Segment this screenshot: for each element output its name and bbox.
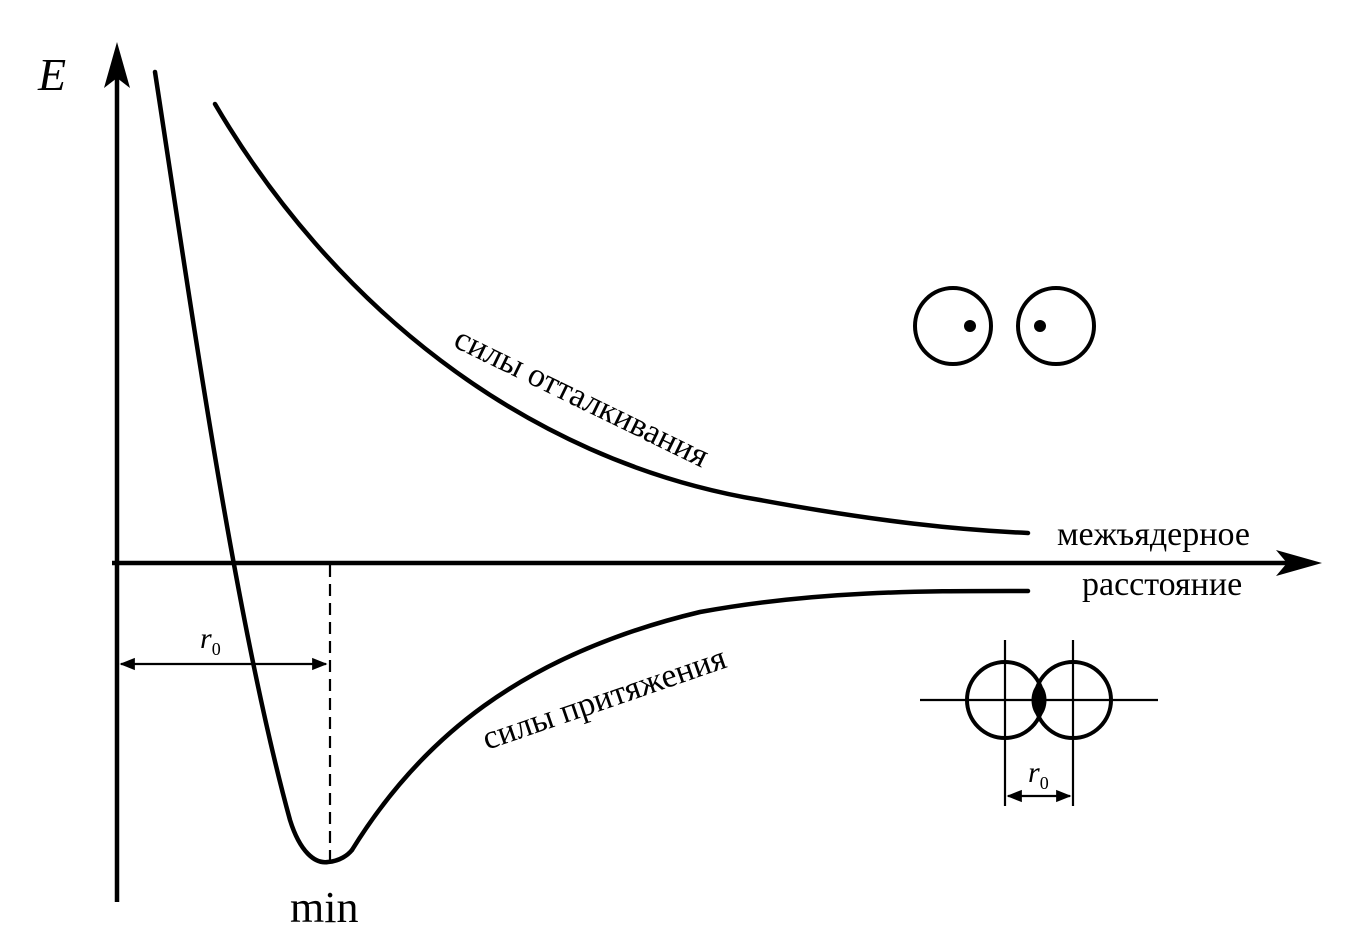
x-axis-label-line2: расстояние: [1082, 566, 1242, 603]
atoms-r0-label: r0: [1028, 756, 1049, 793]
repulsion-label: силы отталкивания: [448, 320, 714, 475]
overlapping-atoms-icon: r0: [920, 640, 1158, 806]
potential-energy-curve: [152, 69, 355, 865]
x-axis: [112, 550, 1322, 576]
attraction-curve: [349, 588, 1031, 853]
r0-label: r0: [200, 622, 221, 659]
attraction-label: силы притяжения: [478, 639, 732, 757]
y-axis-label: E: [37, 49, 66, 100]
y-axis: [104, 42, 130, 902]
two-separate-atoms-icon: [913, 286, 1096, 366]
x-axis-label-line1: межъядерное: [1057, 516, 1250, 553]
repulsion-curve: [212, 101, 1031, 536]
minimum-label: min: [290, 883, 358, 932]
